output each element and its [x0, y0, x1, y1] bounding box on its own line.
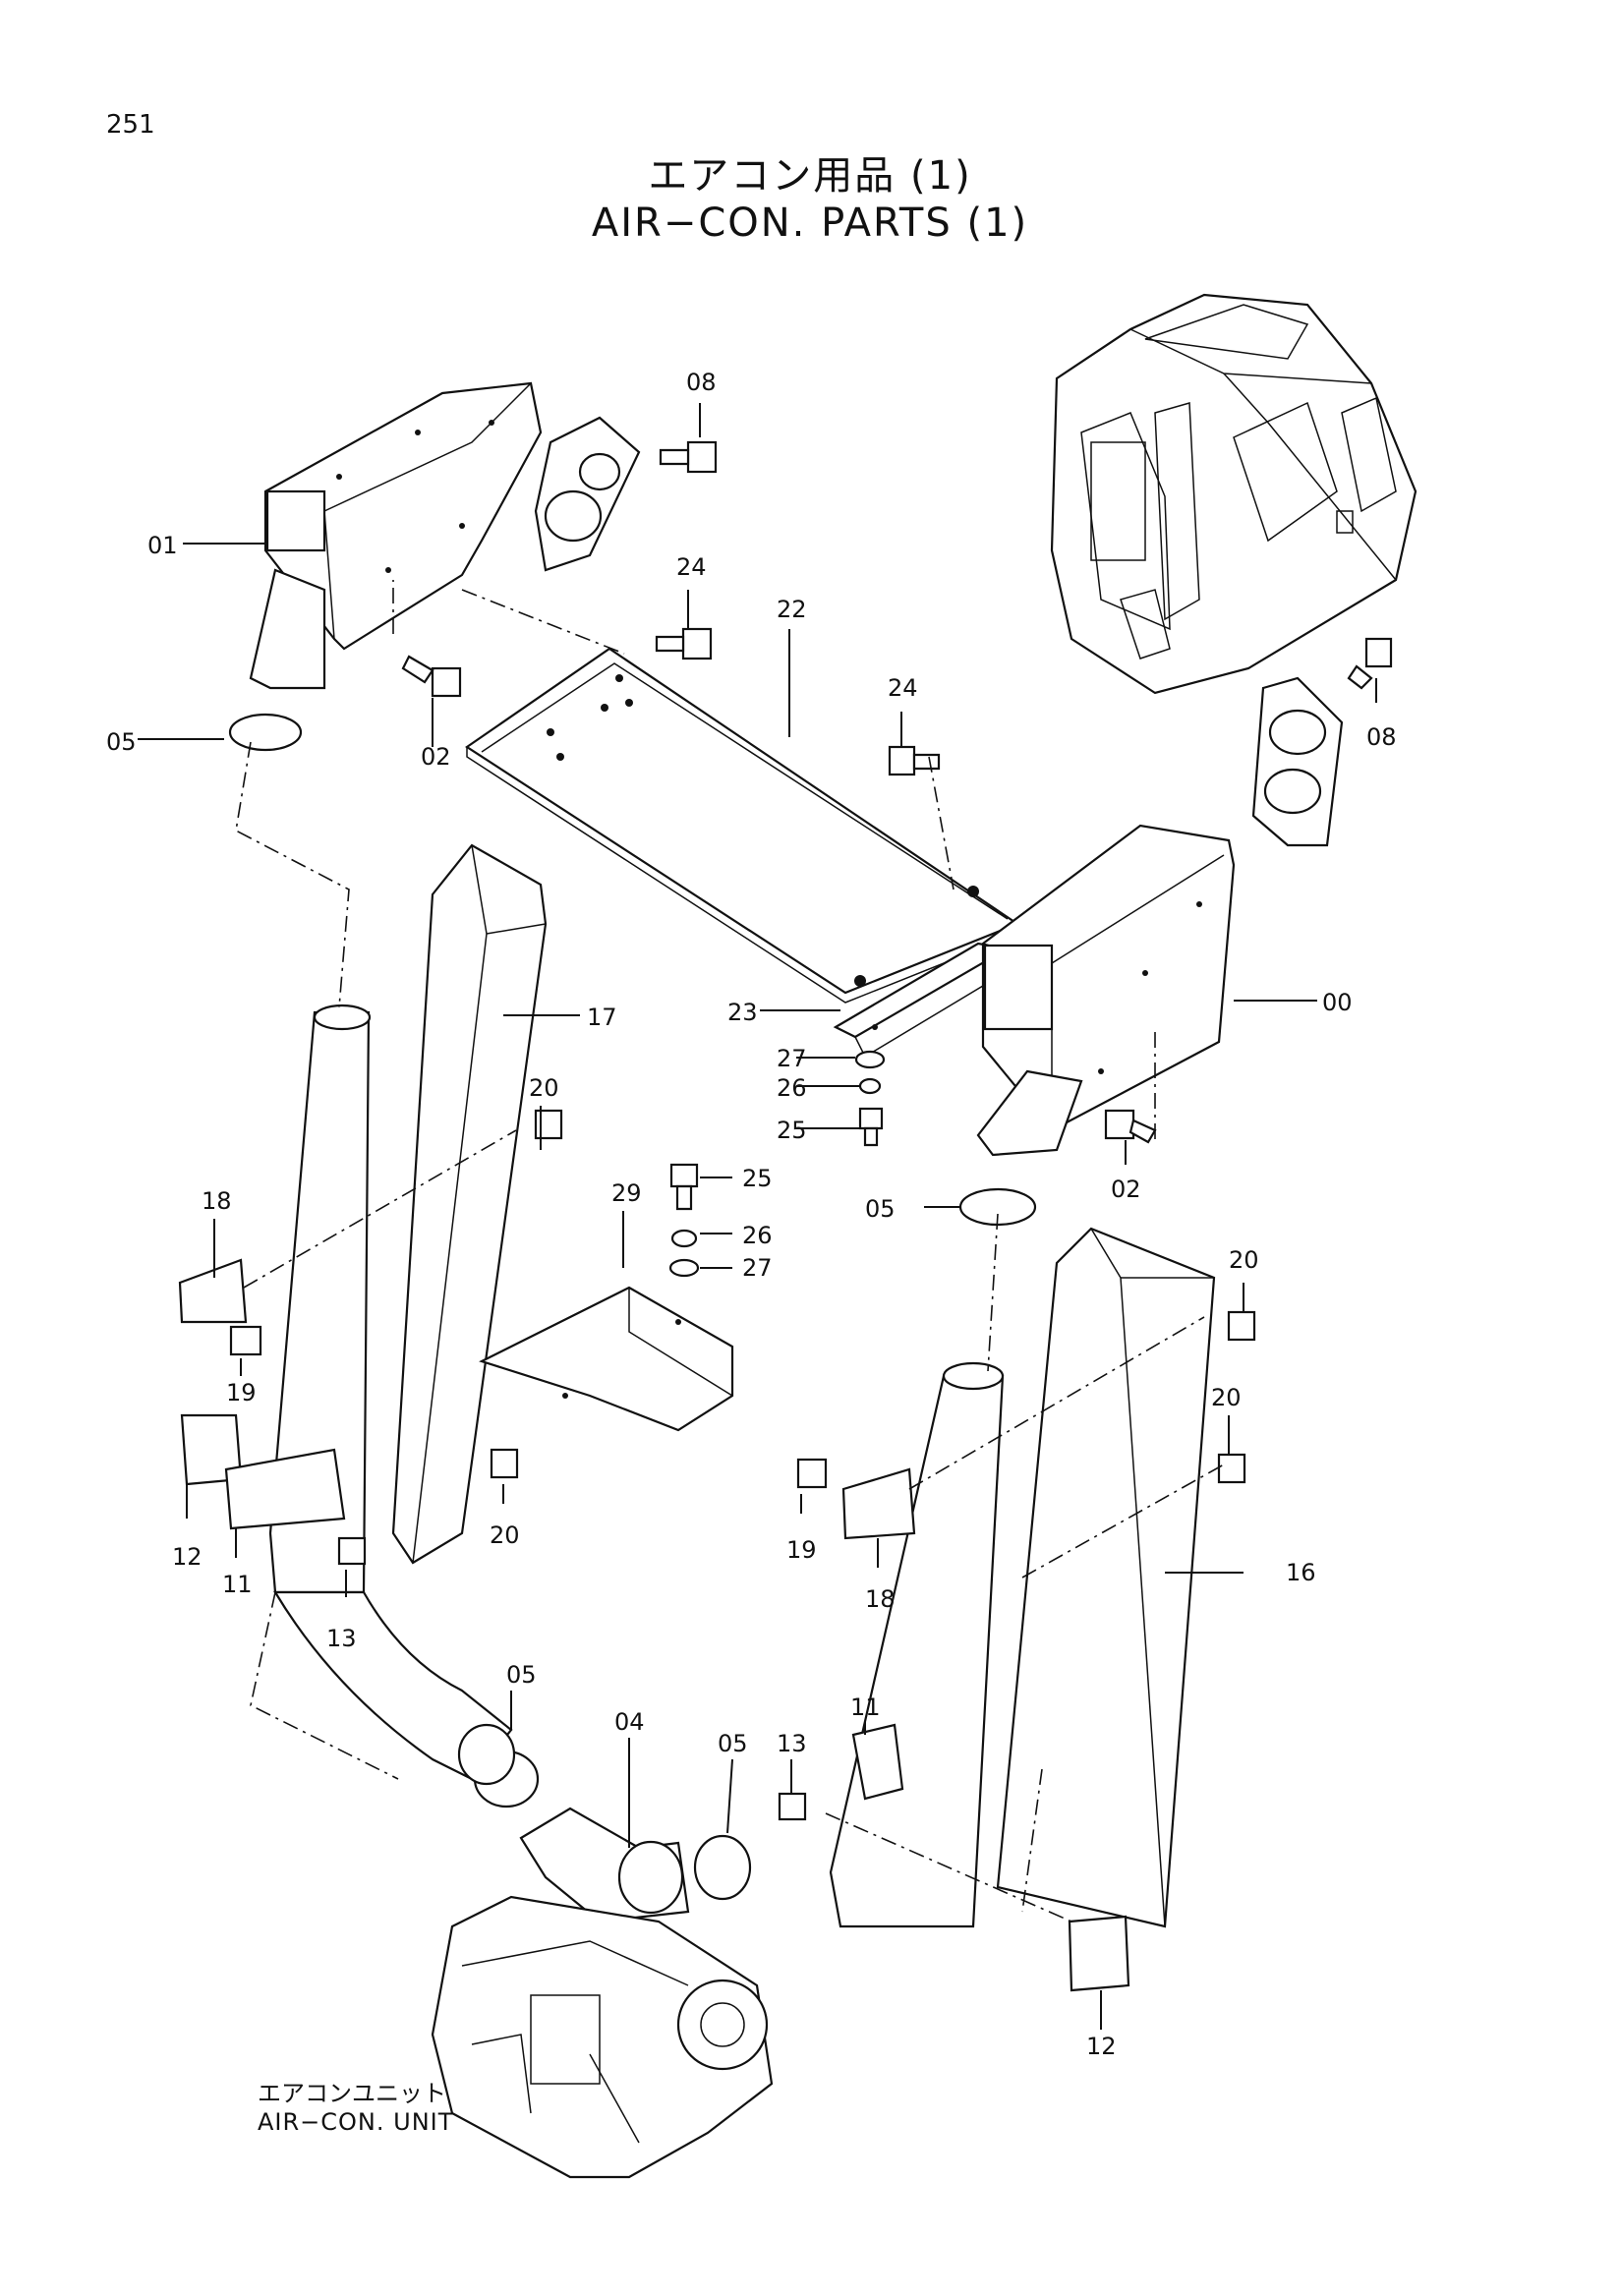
- hose-left: [273, 1590, 516, 1786]
- callout-22: 22: [777, 596, 807, 623]
- bolts-02: [401, 655, 1157, 1144]
- assembly-lines: [235, 580, 1225, 1923]
- bolt-24b: [888, 745, 916, 776]
- callout-27-a: 27: [777, 1045, 807, 1072]
- washer-27a: [854, 1050, 886, 1069]
- brackets-18-12-11: [178, 1258, 1130, 1992]
- callout-24-b: 24: [888, 674, 918, 702]
- duct-01: [249, 381, 543, 690]
- bolt-24a: [681, 627, 713, 660]
- bolt-25b: [669, 1163, 699, 1188]
- callout-01: 01: [147, 532, 178, 559]
- bolt-25a: [858, 1107, 884, 1130]
- cover-16: [996, 1227, 1216, 1928]
- callout-20-c: 20: [1211, 1384, 1242, 1411]
- bolts-19-20-13: [229, 1109, 1256, 1821]
- page-title-japanese: エアコン用品 (1): [648, 153, 972, 199]
- callout-16: 16: [1286, 1559, 1316, 1586]
- callout-25-a: 25: [777, 1117, 807, 1144]
- callout-13-b: 13: [777, 1730, 807, 1757]
- page-title-english: AIR−CON. PARTS (1): [591, 201, 1029, 246]
- callout-02-a: 02: [421, 743, 451, 771]
- bolt-08b: [1364, 637, 1393, 668]
- elbow-04: [519, 1807, 690, 1923]
- callout-18-a: 18: [202, 1187, 232, 1215]
- callout-24-a: 24: [676, 553, 707, 581]
- bracket-29: [479, 1286, 734, 1432]
- callout-11-a: 11: [222, 1571, 253, 1598]
- washer-26a: [858, 1077, 882, 1095]
- aircon-unit: [431, 1895, 774, 2179]
- page-number: 251: [106, 110, 155, 140]
- duct-00: [976, 824, 1236, 1157]
- callout-11-b: 11: [850, 1693, 881, 1721]
- callout-20-d: 20: [490, 1521, 520, 1549]
- bolt-08-top: [659, 440, 718, 474]
- callout-26-b: 26: [742, 1222, 773, 1249]
- callout-19-b: 19: [786, 1536, 817, 1564]
- callout-20-b: 20: [1229, 1246, 1259, 1274]
- callout-18-b: 18: [865, 1585, 896, 1613]
- callout-29: 29: [611, 1179, 642, 1207]
- callout-25-b: 25: [742, 1165, 773, 1192]
- leader-lines: [138, 403, 1377, 2030]
- callout-05-c: 05: [506, 1661, 537, 1689]
- callout-20-a: 20: [529, 1074, 559, 1102]
- callout-13-a: 13: [326, 1625, 357, 1652]
- callout-05-d: 05: [718, 1730, 748, 1757]
- callout-labels: 08 01 24 22 24 08 05 02 17 00 23 27 26 2…: [106, 369, 1397, 2060]
- washer-26b: [670, 1229, 698, 1248]
- pipe-right: [829, 1361, 1005, 1928]
- cover-17: [391, 843, 548, 1565]
- callout-02-b: 02: [1111, 1176, 1141, 1203]
- unit-label-japanese: エアコンユニット: [258, 2080, 446, 2107]
- vent-plate-right: [1251, 676, 1344, 847]
- callout-05-b: 05: [865, 1195, 896, 1223]
- vent-plate-left: [534, 416, 641, 572]
- callout-00: 00: [1322, 989, 1353, 1016]
- callout-12-b: 12: [1086, 2033, 1117, 2060]
- callout-17: 17: [587, 1004, 617, 1031]
- callout-08-top: 08: [686, 369, 717, 396]
- tray-22: [465, 647, 1020, 1004]
- callout-04: 04: [614, 1708, 645, 1736]
- callout-12-a: 12: [172, 1543, 202, 1571]
- callout-27-b: 27: [742, 1254, 773, 1282]
- callout-23: 23: [727, 999, 758, 1026]
- callout-26-a: 26: [777, 1074, 807, 1102]
- callout-08-right: 08: [1366, 723, 1397, 751]
- washer-27b: [668, 1258, 700, 1278]
- fasteners-group: [655, 627, 1393, 1278]
- unit-label-english: AIR−CON. UNIT: [258, 2108, 454, 2136]
- callout-05-a: 05: [106, 728, 137, 756]
- callout-19-a: 19: [226, 1379, 257, 1406]
- cab-illustration: [1050, 293, 1418, 695]
